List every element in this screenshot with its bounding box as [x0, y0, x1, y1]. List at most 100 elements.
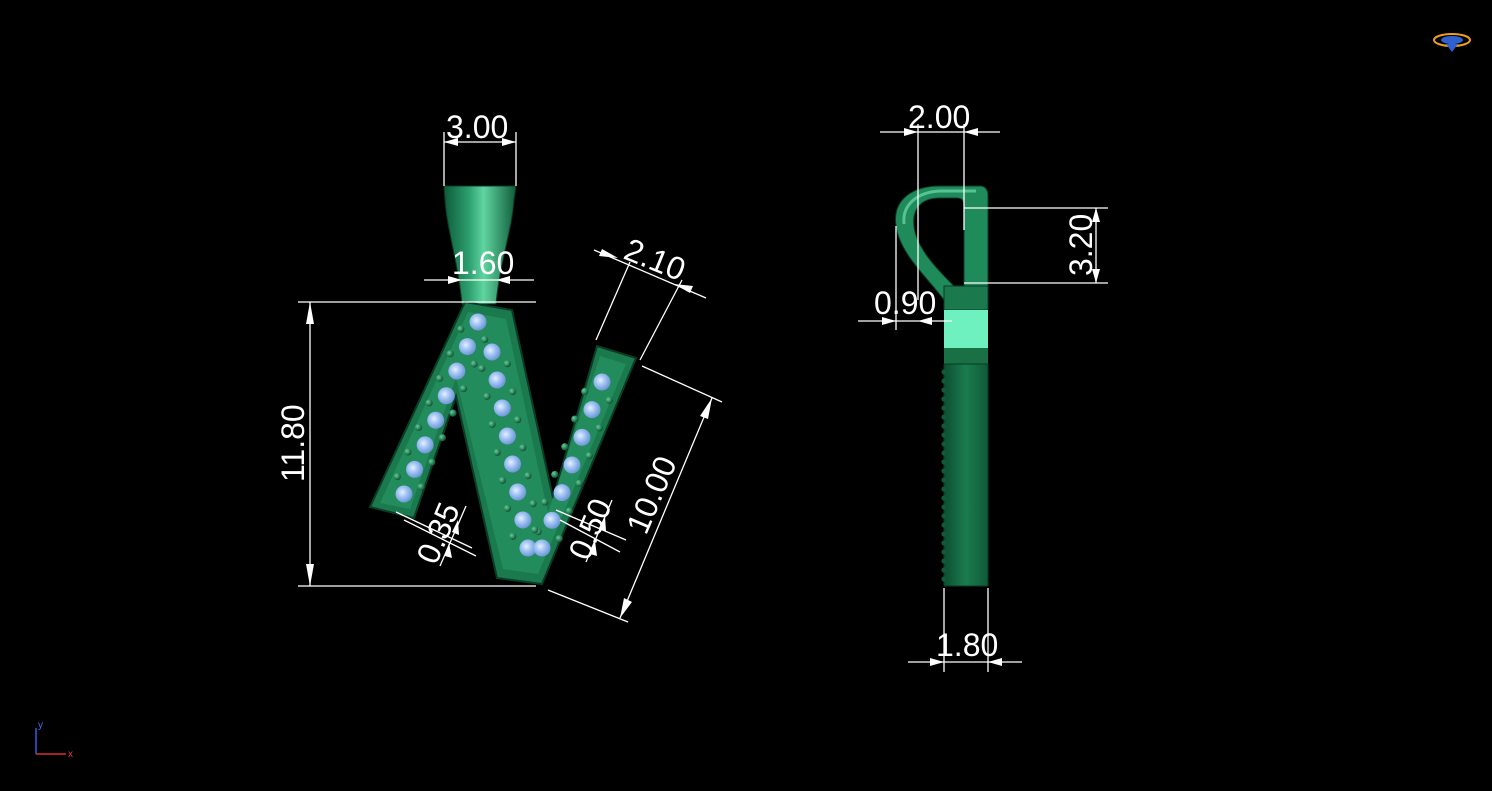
prong-bead	[551, 470, 559, 479]
prong-bead	[508, 388, 517, 396]
side-dimensions: 2.00 3.20 0.90 1.80	[858, 99, 1108, 672]
prong-bead	[436, 374, 444, 382]
prong-bead	[503, 360, 511, 368]
pave-stone	[498, 427, 516, 445]
prong-bead	[561, 443, 569, 451]
prong-bead	[941, 576, 947, 582]
pave-stone	[573, 428, 591, 446]
dim-height: 11.80	[275, 404, 311, 482]
prong-bead	[941, 522, 947, 528]
pave-stone	[469, 313, 487, 331]
pave-stone	[533, 539, 551, 557]
dim-body-thickness: 1.80	[936, 627, 998, 663]
pave-stone	[395, 485, 413, 503]
axis-indicator: y x	[35, 720, 73, 760]
dim-bail-width: 3.00	[446, 109, 508, 145]
side-prong-beads	[941, 369, 947, 582]
axis-x-label: x	[68, 749, 73, 760]
prong-bead	[404, 448, 412, 456]
prong-bead	[941, 405, 947, 411]
prong-bead	[941, 540, 947, 546]
pave-stone	[593, 373, 611, 391]
prong-bead	[417, 483, 425, 491]
pave-stone	[519, 539, 537, 557]
side-view[interactable]	[895, 185, 989, 587]
prong-bead	[488, 420, 496, 428]
prong-bead	[941, 567, 947, 573]
prong-bead	[481, 335, 489, 344]
prong-bead	[941, 486, 947, 492]
prong-bead	[414, 423, 423, 432]
prong-bead	[575, 479, 583, 487]
pave-stone	[563, 456, 581, 474]
side-connector	[943, 285, 989, 311]
pave-stone	[483, 343, 501, 361]
prong-bead	[605, 396, 613, 404]
prong-bead	[446, 350, 454, 358]
pave-stone	[583, 401, 601, 419]
front-view[interactable]	[368, 185, 638, 586]
prong-bead	[585, 451, 593, 460]
prong-bead	[595, 424, 603, 432]
dim-stroke-width: 2.10	[619, 231, 690, 288]
dim-top-width: 2.00	[908, 99, 970, 135]
pave-stone	[427, 411, 445, 429]
prong-bead	[941, 558, 947, 564]
prong-bead	[519, 444, 527, 452]
prong-bead	[514, 416, 522, 424]
prong-bead	[941, 378, 947, 384]
pave-stone	[509, 483, 527, 501]
prong-bead	[555, 534, 563, 543]
prong-bead	[425, 399, 433, 407]
pave-stone	[488, 371, 506, 389]
pave-stone	[437, 387, 455, 405]
prong-bead	[478, 364, 486, 372]
pave-stone	[543, 511, 561, 529]
prong-bead	[941, 549, 947, 555]
prong-bead	[941, 441, 947, 447]
prong-bead	[941, 477, 947, 483]
prong-bead	[941, 432, 947, 438]
prong-bead	[509, 532, 517, 540]
prong-bead	[941, 396, 947, 402]
prong-bead	[449, 409, 457, 417]
prong-bead	[941, 468, 947, 474]
prong-bead	[531, 526, 539, 534]
prong-bead	[457, 325, 465, 333]
prong-bead	[524, 472, 532, 480]
prong-bead	[941, 450, 947, 456]
prong-bead	[941, 423, 947, 429]
pave-stone	[406, 460, 424, 478]
prong-beads	[393, 325, 613, 543]
prong-bead	[529, 500, 537, 508]
pave-stone	[416, 436, 434, 454]
pave-stone	[514, 511, 532, 529]
pave-stone	[458, 338, 476, 356]
dim-bail-neck: 1.60	[452, 245, 514, 281]
side-body	[943, 363, 989, 587]
prong-bead	[565, 507, 573, 515]
pave-stone	[448, 362, 466, 380]
prong-bead	[941, 387, 947, 393]
prong-bead	[541, 498, 549, 506]
prong-bead	[941, 459, 947, 465]
side-neck	[944, 310, 988, 348]
prong-bead	[470, 360, 478, 368]
axis-y-label: y	[38, 720, 43, 731]
prong-bead	[941, 504, 947, 510]
prong-bead	[393, 472, 401, 481]
bail	[443, 185, 517, 305]
dim-loop-height: 3.20	[1063, 214, 1099, 276]
prong-bead	[428, 458, 436, 466]
prong-bead	[483, 392, 491, 400]
pave-stones	[395, 313, 611, 557]
render-mode-icon[interactable]	[1433, 33, 1471, 52]
prong-bead	[941, 513, 947, 519]
prong-bead	[941, 531, 947, 537]
pave-stone	[504, 455, 522, 473]
prong-bead	[493, 448, 501, 456]
pave-stone	[493, 399, 511, 417]
dim-diagonal-length: 10.00	[619, 451, 683, 539]
side-neck-band	[944, 348, 988, 364]
